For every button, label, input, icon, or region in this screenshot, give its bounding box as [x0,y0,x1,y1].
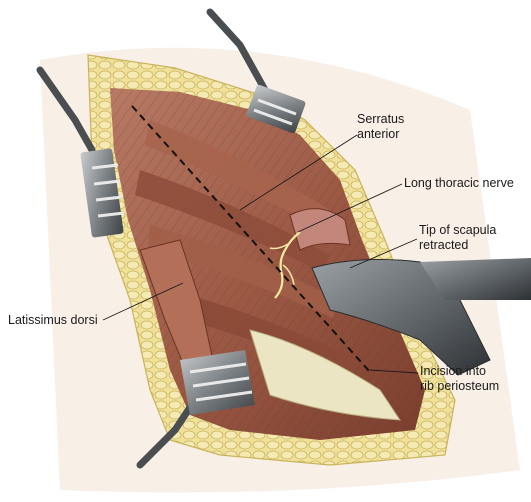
label-latissimus-line1: Latissimus dorsi [8,313,98,327]
retractor-paddle-right [311,258,531,376]
label-thoracic-line1: Long thoracic nerve [404,176,514,190]
long-thoracic-nerve [274,231,301,299]
label-long-thoracic-nerve: Long thoracic nerve [404,176,514,191]
label-tip-of-scapula: Tip of scapula retracted [419,223,496,253]
retractor-top [206,8,306,134]
label-serratus-line2: anterior [357,127,400,141]
scapula-tip [289,208,351,251]
retractor-upper-left [36,66,125,238]
retractor-bottom [136,350,255,469]
rib-periosteum [249,329,401,421]
leader-lines [102,134,419,374]
label-latissimus-dorsi: Latissimus dorsi [8,313,98,328]
label-scapula-line2: retracted [419,238,469,252]
label-serratus-anterior: Serratus anterior [357,112,404,142]
label-incision-line1: Incision into [420,364,487,378]
label-scapula-line1: Tip of scapula [419,223,497,237]
label-incision: Incision into rib periosteum [420,364,499,394]
label-serratus-line1: Serratus [357,112,405,126]
label-incision-line2: rib periosteum [420,379,500,393]
